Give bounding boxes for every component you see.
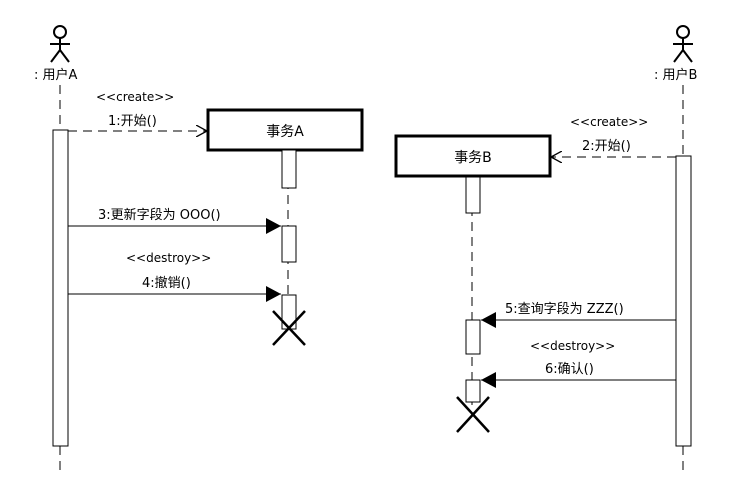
message-1: <<create>> 1:开始() [68, 90, 207, 131]
message-2: <<create>> 2:开始() [551, 115, 676, 157]
activation-transaction-b-2 [465, 319, 481, 355]
message-3-label: 3:更新字段为 OOO() [98, 207, 221, 223]
stick-figure-icon [673, 25, 693, 63]
message-1-label: 1:开始() [108, 114, 157, 129]
actor-user-b-label: : 用户B [654, 67, 697, 83]
object-transaction-b-label: 事务B [454, 150, 492, 166]
activation-transaction-a-1 [281, 149, 297, 189]
message-4-stereotype: <<destroy>> [126, 251, 211, 265]
message-6-stereotype: <<destroy>> [530, 339, 615, 353]
actor-user-a-label: : 用户A [34, 67, 78, 83]
object-transaction-a: 事务A [206, 108, 364, 152]
message-3: 3:更新字段为 OOO() [68, 207, 281, 234]
message-4: <<destroy>> 4:撤销() [68, 251, 281, 302]
activation-transaction-b-3 [465, 379, 481, 403]
message-6-label: 6:确认() [545, 362, 594, 377]
message-1-stereotype: <<create>> [96, 90, 174, 104]
stick-figure-icon [50, 25, 70, 63]
actor-user-a: : 用户A [34, 25, 78, 83]
object-transaction-b: 事务B [394, 134, 552, 178]
message-2-stereotype: <<create>> [570, 115, 648, 129]
actor-user-b: : 用户B [654, 25, 697, 83]
destroy-mark-transaction-a [272, 310, 306, 346]
activation-user-b [675, 155, 692, 447]
activation-user-a [52, 129, 69, 447]
message-5: 5:查询字段为 ZZZ() [481, 302, 676, 328]
message-4-label: 4:撤销() [142, 275, 191, 291]
message-5-label: 5:查询字段为 ZZZ() [505, 302, 624, 317]
object-transaction-a-label: 事务A [266, 124, 304, 140]
destroy-mark-transaction-b [456, 396, 490, 433]
message-2-label: 2:开始() [582, 139, 631, 154]
message-6: <<destroy>> 6:确认() [481, 339, 676, 388]
activation-transaction-a-2 [281, 225, 297, 263]
activation-transaction-b-1 [465, 176, 481, 214]
